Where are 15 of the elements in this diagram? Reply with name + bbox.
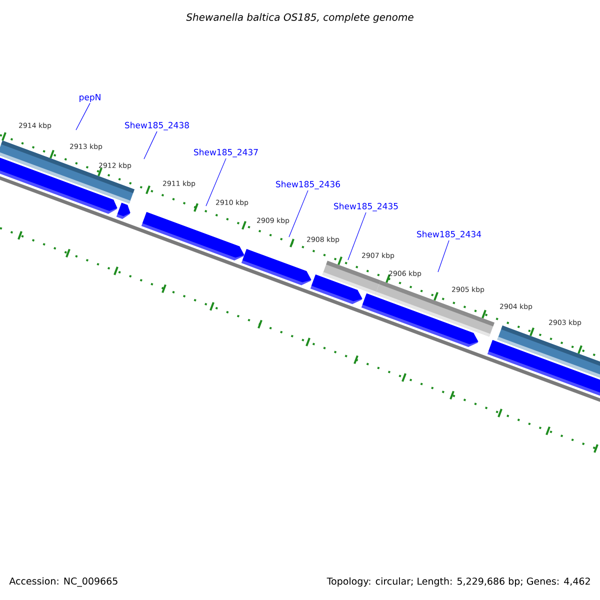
title: Shewanella baltica OS185, complete genome: [186, 13, 414, 23]
leader-line: [288, 190, 308, 238]
leader-line: [438, 240, 450, 272]
footer-text: Accession: NC_009665: [9, 577, 118, 587]
gene-label: Shew185_2434: [417, 230, 482, 240]
gene-label: Shew185_2435: [334, 202, 398, 212]
gene-label: pepN: [80, 94, 100, 102]
gene-label: Shew185_2438: [125, 122, 189, 130]
leader-line: [206, 158, 226, 206]
leader-line: [76, 102, 90, 130]
leader-line: [348, 212, 366, 260]
gene-label: Shew185_2436: [276, 180, 340, 190]
gene-label: Shew185_2437: [194, 148, 258, 158]
leader-line: [144, 131, 158, 160]
footer-text: Topology: circular; Length: 5,229,686 bp; Genes: 4,462: [326, 577, 590, 587]
